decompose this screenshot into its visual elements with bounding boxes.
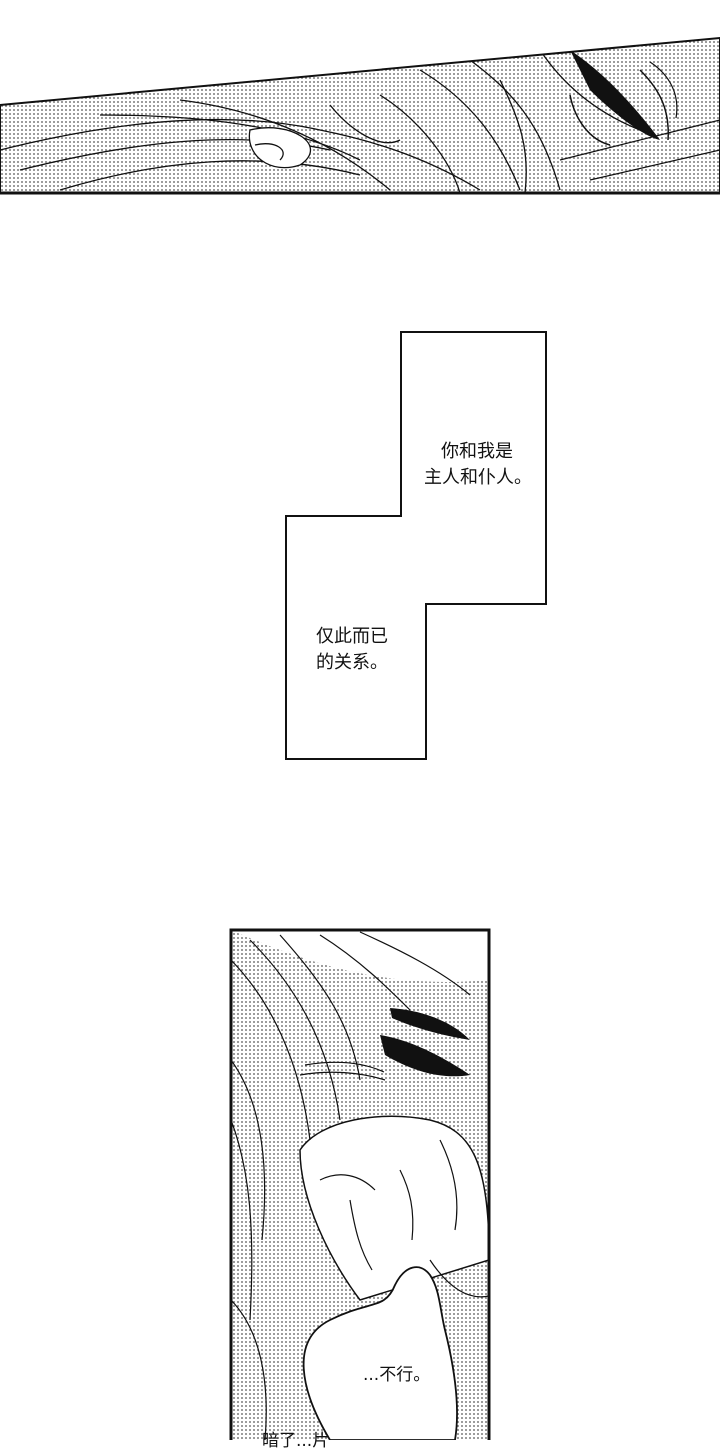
speech-balloon-text: ...不行。: [363, 1365, 431, 1385]
speech-balloon-partial-text: 暗了...片: [262, 1431, 330, 1451]
caption-lower-line2: 的关系。: [316, 652, 388, 673]
caption-upper-line2: 主人和仆人。: [424, 467, 532, 488]
caption-lower-line1: 仅此而已: [316, 626, 388, 647]
caption-upper-line1: 你和我是: [441, 441, 513, 462]
bottom-panel: [229, 928, 491, 1452]
caption-boxes: [285, 331, 547, 760]
top-panel: [0, 36, 720, 195]
